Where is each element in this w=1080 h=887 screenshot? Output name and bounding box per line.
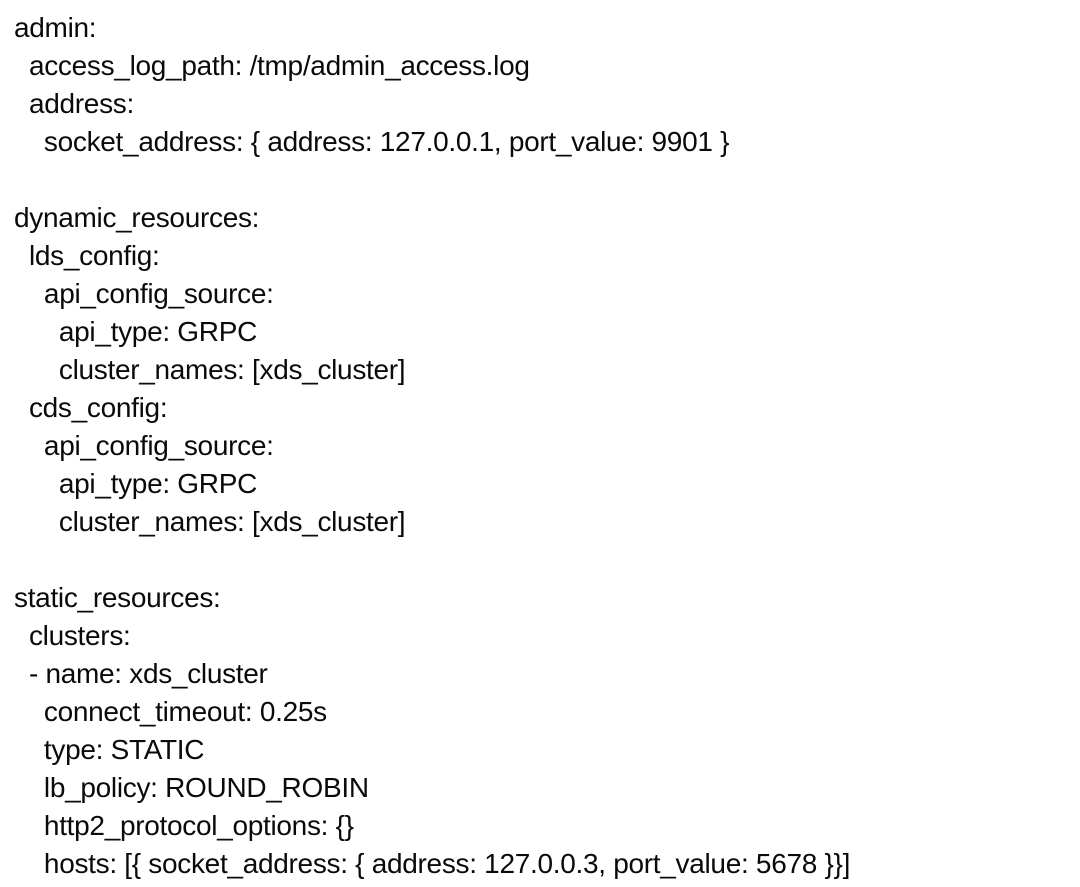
yaml-line: address: xyxy=(14,88,134,119)
yaml-line: type: STATIC xyxy=(14,734,205,765)
yaml-line: socket_address: { address: 127.0.0.1, po… xyxy=(14,126,730,157)
yaml-line: http2_protocol_options: {} xyxy=(14,810,354,841)
yaml-line: api_config_source: xyxy=(14,430,274,461)
yaml-line: clusters: xyxy=(14,620,131,651)
yaml-line: api_type: GRPC xyxy=(14,468,257,499)
yaml-line: admin: xyxy=(14,12,97,43)
yaml-line: connect_timeout: 0.25s xyxy=(14,696,327,727)
yaml-line: cds_config: xyxy=(14,392,168,423)
yaml-line: api_type: GRPC xyxy=(14,316,257,347)
yaml-line: access_log_path: /tmp/admin_access.log xyxy=(14,50,530,81)
yaml-line: cluster_names: [xds_cluster] xyxy=(14,354,406,385)
yaml-line: lb_policy: ROUND_ROBIN xyxy=(14,772,369,803)
yaml-line: cluster_names: [xds_cluster] xyxy=(14,506,406,537)
yaml-line xyxy=(14,161,1080,199)
yaml-line: lds_config: xyxy=(14,240,160,271)
yaml-line: api_config_source: xyxy=(14,278,274,309)
yaml-config-text: admin: access_log_path: /tmp/admin_acces… xyxy=(14,9,1080,883)
yaml-line: - name: xds_cluster xyxy=(14,658,268,689)
yaml-line: static_resources: xyxy=(14,582,221,613)
yaml-line xyxy=(14,541,1080,579)
yaml-line: hosts: [{ socket_address: { address: 127… xyxy=(14,848,851,879)
yaml-line: dynamic_resources: xyxy=(14,202,260,233)
